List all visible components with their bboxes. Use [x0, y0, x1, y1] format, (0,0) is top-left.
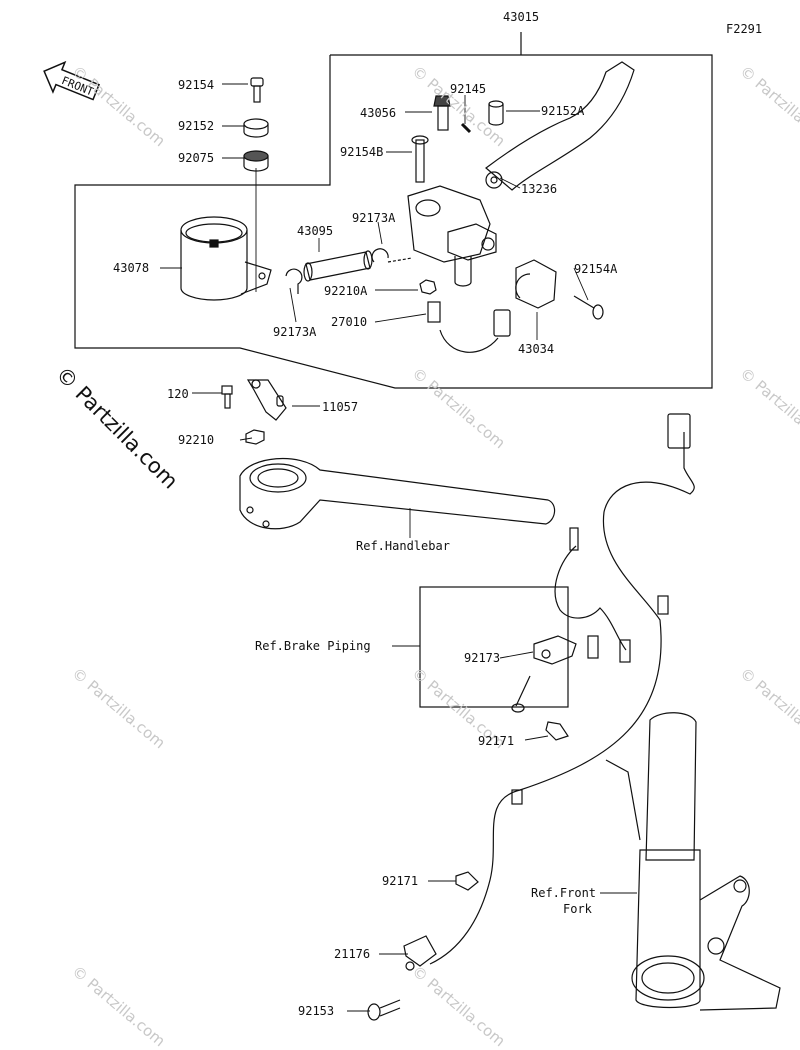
assembly-boundary	[74, 32, 713, 389]
diagram-code: F2291	[726, 22, 763, 36]
part-label: 120	[167, 387, 189, 401]
reservoir-43078	[180, 216, 272, 301]
part-label: 43015	[503, 10, 540, 24]
handlebar	[239, 457, 556, 530]
part-label: 27010	[331, 315, 368, 329]
bolt-92154B	[411, 135, 429, 183]
part-label: 92145	[450, 82, 487, 96]
part-label: 92171	[478, 734, 515, 748]
clip-92171-b	[455, 871, 479, 891]
lever-13236	[485, 61, 635, 191]
screw-92154	[250, 77, 264, 103]
bracket-11057	[246, 379, 287, 421]
part-label: 92210	[178, 433, 215, 447]
front-fork	[605, 712, 781, 1011]
part-label: 92173A	[273, 325, 317, 339]
part-label: 92154A	[574, 262, 618, 276]
nut-92210A	[419, 279, 437, 295]
part-label: 92152	[178, 119, 215, 133]
bolt-92153	[367, 999, 401, 1021]
part-label: 21176	[334, 947, 371, 961]
clamp-92173	[533, 635, 577, 665]
grommet-92075	[243, 150, 269, 172]
ref-front-fork-label: Ref.Front	[531, 886, 597, 900]
part-label: 92210A	[324, 284, 368, 298]
part-label: 92152A	[541, 104, 585, 118]
part-label: 43034	[518, 342, 555, 356]
ref-handlebar-label: Ref.Handlebar	[356, 539, 450, 553]
bolt-92154A	[573, 295, 604, 320]
ref-brake-piping-label: Ref.Brake Piping	[255, 639, 371, 653]
part-label: 43095	[297, 224, 334, 238]
front-arrow-icon: FRONT	[43, 60, 101, 101]
part-label: 92154	[178, 78, 215, 92]
brake-piping	[554, 527, 631, 663]
part-label: 92075	[178, 151, 215, 165]
fitting-43056	[433, 95, 451, 131]
bolt-120	[221, 385, 233, 409]
part-label: 43056	[360, 106, 397, 120]
clip-92171-a	[545, 721, 569, 741]
hose-43095	[303, 250, 373, 282]
part-label: 92173A	[352, 211, 396, 225]
brake-piping-box	[419, 586, 569, 708]
switch-27010	[427, 301, 511, 353]
sensor-cable	[403, 413, 695, 971]
part-label: 13236	[521, 182, 558, 196]
clamp-43034	[515, 259, 557, 309]
master-cylinder	[407, 185, 497, 287]
ref-front-fork-label-2: Fork	[563, 902, 592, 916]
bolt-92173-screw	[511, 675, 531, 713]
washer-92152	[243, 118, 269, 138]
part-label: 92154B	[340, 145, 384, 159]
part-label: 92171	[382, 874, 419, 888]
nut-92210	[245, 429, 265, 445]
clamp-92173A	[285, 248, 413, 294]
part-label: 92153	[298, 1004, 335, 1018]
part-label: 11057	[322, 400, 359, 414]
pin-92145	[460, 122, 472, 134]
collar-92152A	[488, 100, 504, 126]
part-label: 92173	[464, 651, 501, 665]
part-label: 43078	[113, 261, 150, 275]
